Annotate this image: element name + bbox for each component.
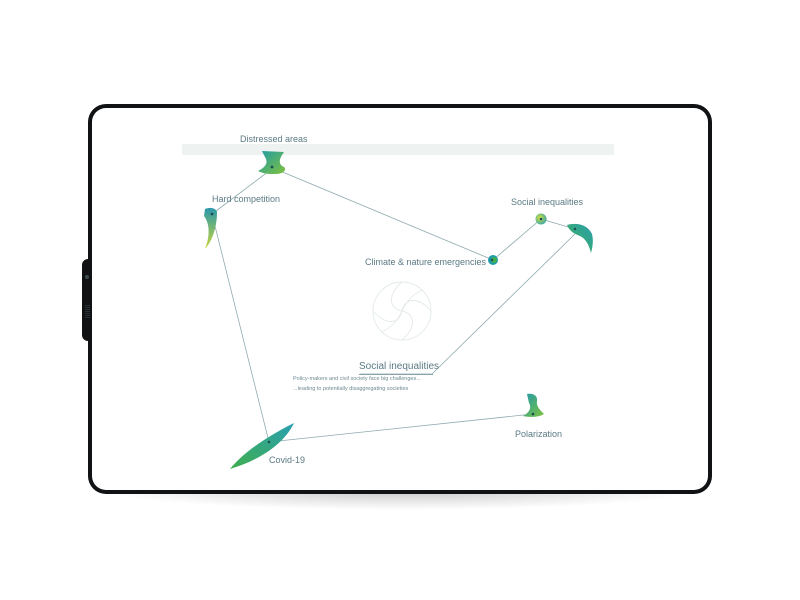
connection-lines <box>211 167 576 443</box>
speaker-grill-icon <box>85 305 90 319</box>
header-band <box>182 144 614 155</box>
edge-distressed-hard <box>211 167 274 215</box>
tablet-bezel: Distressed areas Hard competition Social… <box>82 104 712 494</box>
network-graph <box>182 144 614 469</box>
social-inequalities-dot[interactable] <box>535 213 547 225</box>
info-panel-underline <box>359 374 433 375</box>
climate-nature-shape[interactable] <box>488 255 498 265</box>
covid-19-shape[interactable] <box>230 423 294 469</box>
tablet-screen: Distressed areas Hard competition Social… <box>92 108 708 490</box>
edge-covid-polarization <box>268 413 534 443</box>
info-panel-line-2: ...leading to potentially disaggregating… <box>293 386 409 392</box>
edge-hard-covid <box>211 213 270 443</box>
node-label-covid-19[interactable]: Covid-19 <box>269 455 306 465</box>
polarization-shape[interactable] <box>523 393 544 417</box>
info-panel-line-1: Policy-makers and civil society face big… <box>293 376 421 382</box>
node-label-social-inequalities[interactable]: Social inequalities <box>511 197 584 207</box>
circular-swirl-logo-icon <box>372 281 432 341</box>
info-panel-title[interactable]: Social inequalities <box>359 361 440 372</box>
node-label-hard-competition[interactable]: Hard competition <box>212 194 281 204</box>
hard-competition-shape[interactable] <box>204 208 217 249</box>
node-label-distressed-areas[interactable]: Distressed areas <box>240 134 308 144</box>
node-label-climate-nature[interactable]: Climate & nature emergencies <box>365 257 487 267</box>
edge-climate-social <box>492 218 542 261</box>
edge-distressed-climate <box>272 167 494 261</box>
social-inequalities-claw[interactable] <box>567 223 593 253</box>
node-label-polarization[interactable]: Polarization <box>515 429 563 439</box>
distressed-areas-shape[interactable] <box>258 151 286 174</box>
camera-icon <box>85 275 89 279</box>
